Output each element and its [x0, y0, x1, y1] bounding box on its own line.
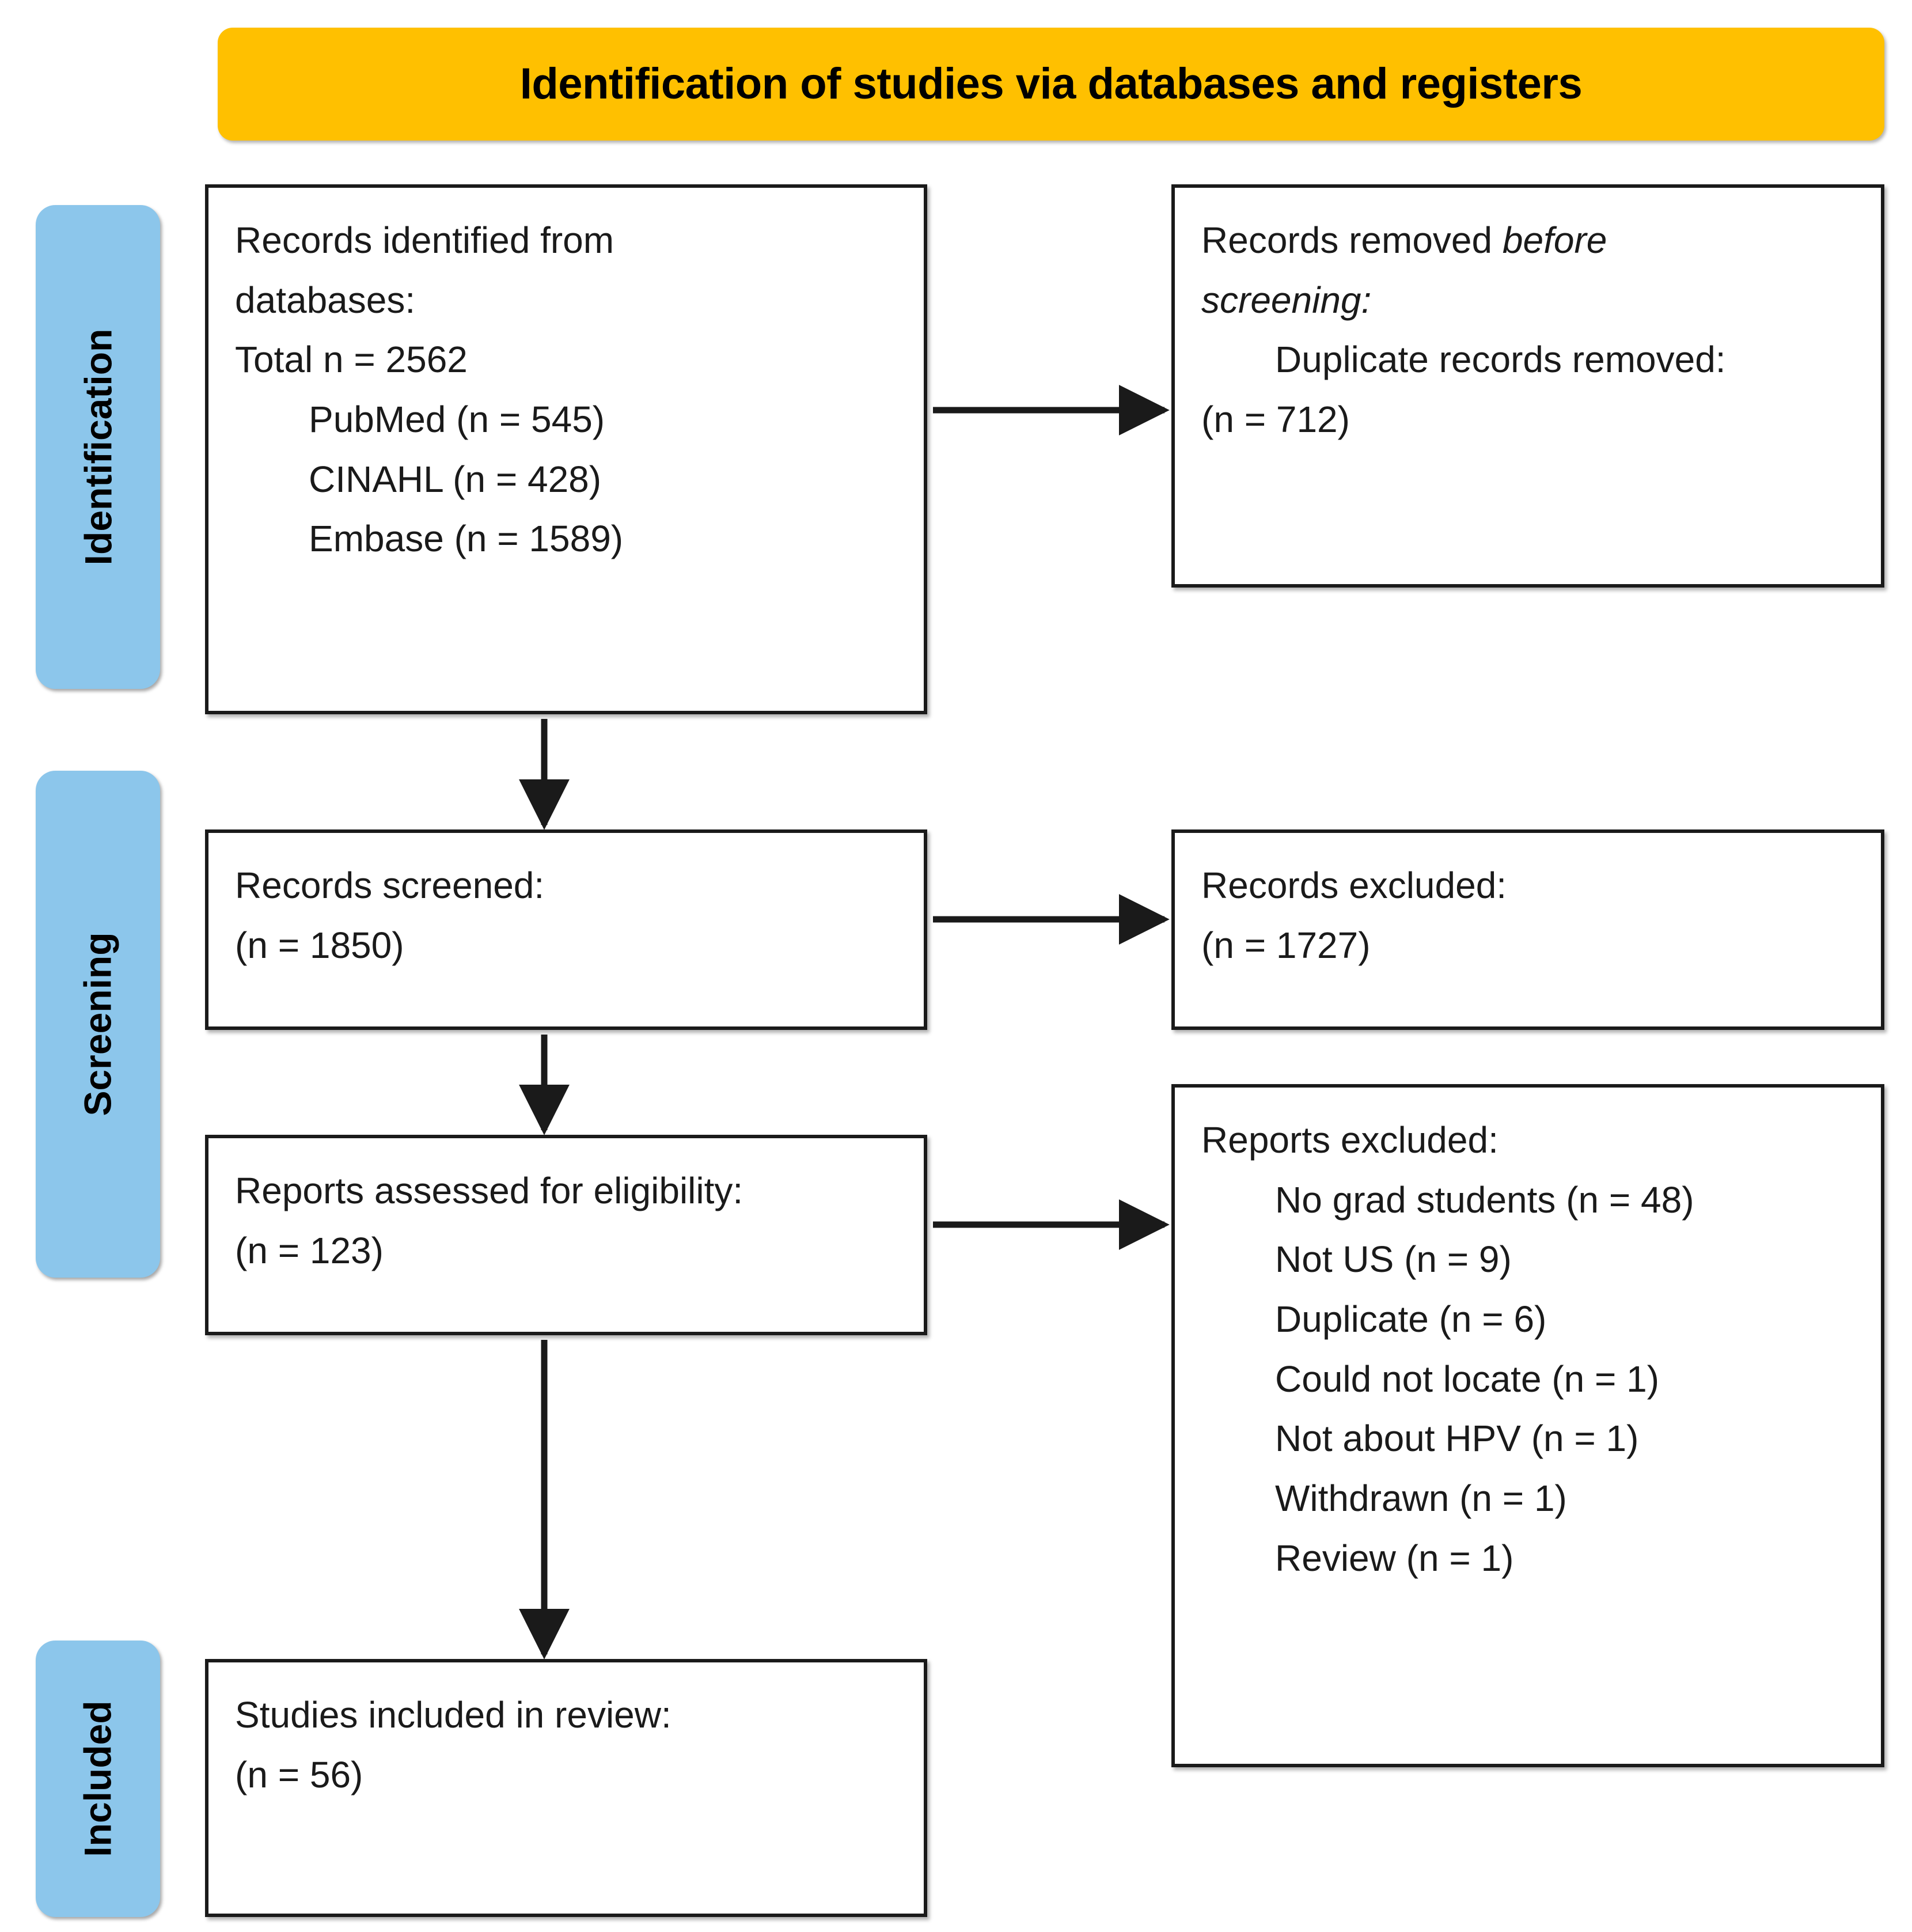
records-screened-count: (n = 1850): [235, 924, 404, 966]
reports-excluded-reason-2: Not US (n = 9): [1275, 1238, 1512, 1281]
stage-label-identification-text: Identification: [77, 328, 120, 566]
reports-excluded-reason-5: Not about HPV (n = 1): [1275, 1418, 1639, 1460]
records-excluded-label: Records excluded:: [1201, 865, 1507, 906]
records-identified-line-1: Records identified from: [235, 219, 614, 261]
diagram-title: Identification of studies via databases …: [519, 59, 1583, 109]
diagram-header-banner: Identification of studies via databases …: [218, 28, 1884, 141]
records-removed-text-a: Records removed: [1201, 219, 1503, 261]
records-excluded-count: (n = 1727): [1201, 924, 1371, 966]
reports-excluded-reason-1: No grad students (n = 48): [1275, 1179, 1694, 1221]
studies-included-label: Studies included in review:: [235, 1694, 672, 1736]
records-identified-total: Total n = 2562: [235, 339, 468, 381]
reports-assessed-label: Reports assessed for eligibility:: [235, 1170, 743, 1211]
reports-assessed-count: (n = 123): [235, 1229, 384, 1271]
reports-excluded-reason-7: Review (n = 1): [1275, 1537, 1514, 1579]
studies-included-count: (n = 56): [235, 1753, 363, 1795]
box-reports-excluded: Reports excluded: No grad students (n = …: [1171, 1084, 1884, 1767]
reports-excluded-reason-6: Withdrawn (n = 1): [1275, 1478, 1567, 1520]
reports-excluded-label: Reports excluded:: [1201, 1119, 1499, 1161]
stage-label-screening-text: Screening: [77, 932, 120, 1116]
box-records-removed-before-screening: Records removed before screening: Duplic…: [1171, 184, 1884, 588]
records-screened-label: Records screened:: [235, 865, 545, 906]
records-identified-embase: Embase (n = 1589): [309, 518, 624, 560]
records-removed-duplicate-count: (n = 712): [1201, 399, 1350, 441]
records-identified-cinahl: CINAHL (n = 428): [309, 458, 602, 500]
stage-label-screening: Screening: [36, 771, 160, 1278]
box-studies-included-in-review: Studies included in review: (n = 56): [205, 1659, 927, 1917]
records-removed-line-1: Records removed before: [1201, 211, 1854, 271]
box-reports-assessed-for-eligibility: Reports assessed for eligibility: (n = 1…: [205, 1135, 927, 1335]
stage-label-included: Included: [36, 1641, 160, 1917]
records-identified-pubmed: PubMed (n = 545): [309, 399, 605, 441]
records-removed-line-2: screening:: [1201, 271, 1854, 331]
stage-label-included-text: Included: [77, 1700, 120, 1857]
stage-label-identification: Identification: [36, 205, 160, 689]
reports-excluded-reason-3: Duplicate (n = 6): [1275, 1298, 1547, 1340]
records-removed-duplicate-label: Duplicate records removed:: [1275, 339, 1726, 381]
reports-excluded-reason-4: Could not locate (n = 1): [1275, 1358, 1660, 1400]
box-records-screened: Records screened: (n = 1850): [205, 829, 927, 1030]
records-identified-line-2: databases:: [235, 279, 416, 321]
records-removed-text-screening: screening:: [1201, 279, 1372, 321]
box-records-identified: Records identified from databases: Total…: [205, 184, 927, 714]
box-records-excluded: Records excluded: (n = 1727): [1171, 829, 1884, 1030]
records-removed-text-before: before: [1502, 219, 1607, 261]
